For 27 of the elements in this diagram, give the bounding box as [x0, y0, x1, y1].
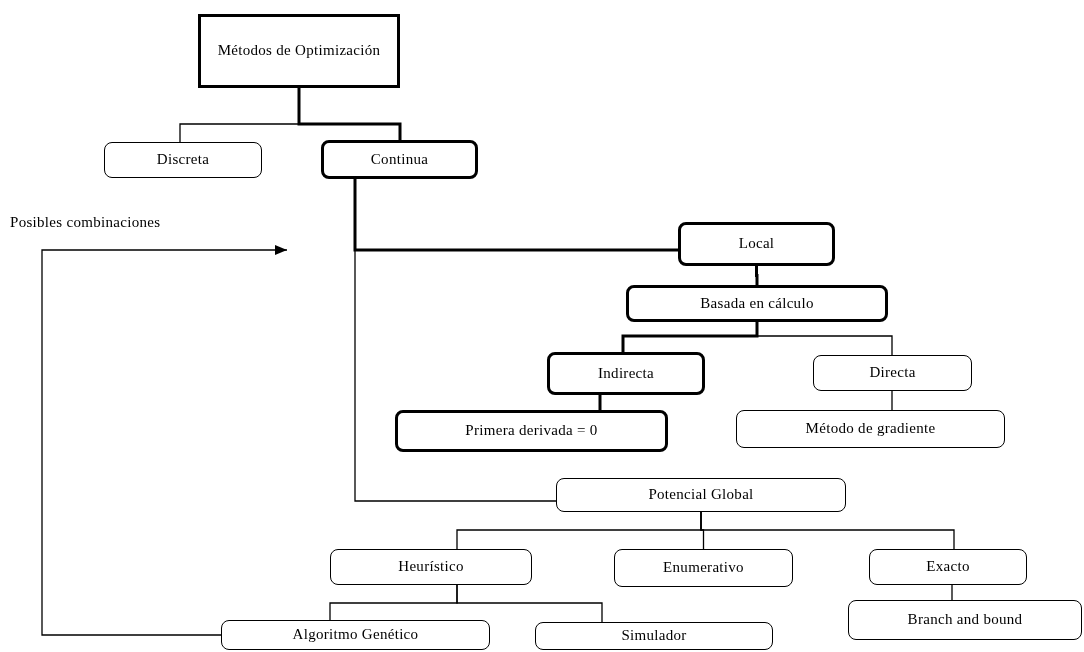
connector-line	[297, 88, 402, 140]
process-box: Exacto	[869, 549, 1027, 585]
connector-line	[456, 584, 603, 623]
process-box: Directa	[813, 355, 972, 391]
process-box: Algoritmo Genético	[221, 620, 490, 650]
arrow	[41, 245, 288, 636]
process-box: Indirecta	[547, 352, 705, 395]
process-box: Discreta	[104, 142, 262, 178]
process-box: Simulador	[535, 622, 773, 650]
connector-line	[756, 321, 893, 356]
connector-line	[891, 390, 893, 411]
connector-line	[700, 511, 955, 550]
process-box: Método de gradiente	[736, 410, 1005, 448]
connector-line	[621, 322, 759, 352]
process-box: Branch and bound	[848, 600, 1082, 640]
process-box: Local	[678, 222, 835, 266]
process-box: Métodos de Optimización	[198, 14, 400, 88]
process-box: Basada en cálculo	[626, 285, 888, 322]
process-box: Primera derivada = 0	[395, 410, 668, 452]
connector-line	[353, 179, 678, 252]
process-box: Continua	[321, 140, 478, 179]
process-box: Potencial Global	[556, 478, 846, 512]
connector-line	[951, 584, 953, 601]
connector-line	[598, 395, 602, 410]
process-box: Heurístico	[330, 549, 532, 585]
process-box: Enumerativo	[614, 549, 793, 587]
connector-line	[755, 266, 759, 285]
